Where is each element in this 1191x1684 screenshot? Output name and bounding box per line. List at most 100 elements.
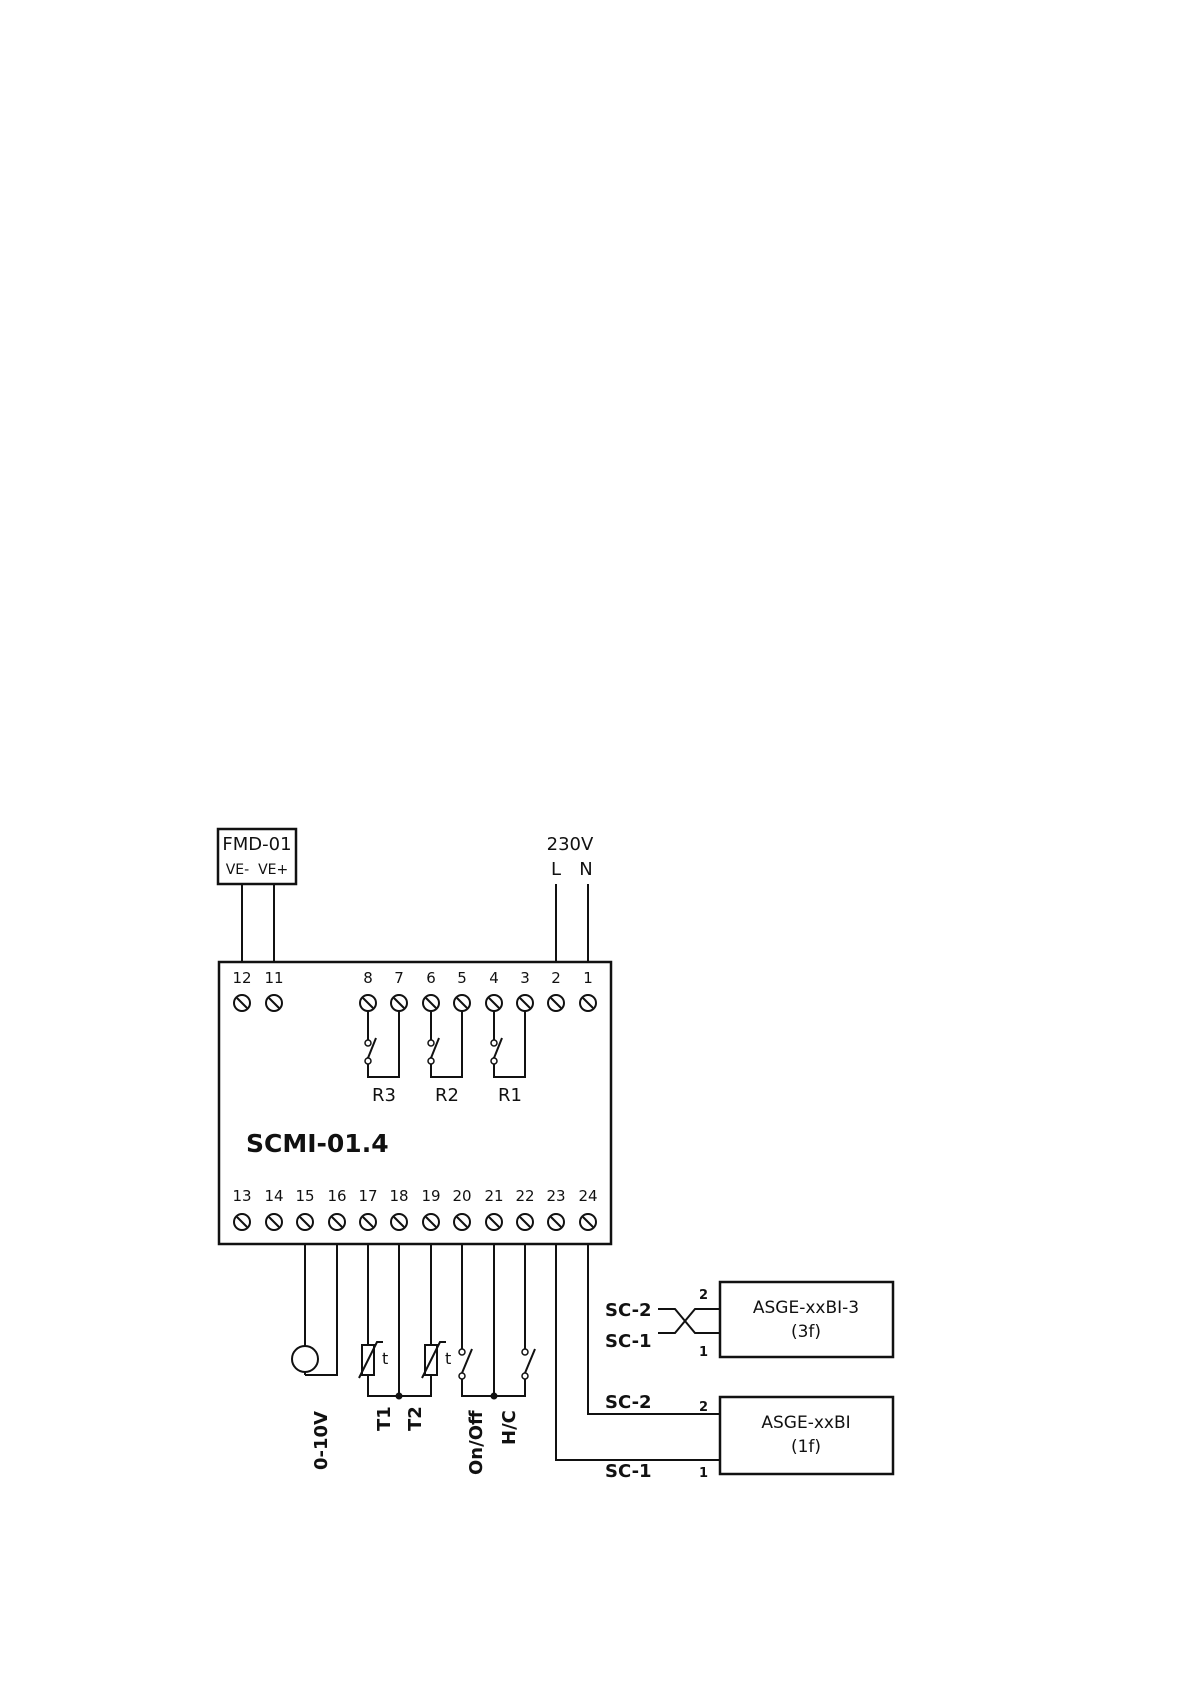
terminal-screw <box>329 1214 345 1230</box>
thermistor-t1: t <box>359 1342 388 1378</box>
analog-source-circle <box>292 1346 318 1372</box>
terminal-screw <box>517 995 533 1011</box>
bottom-terminal-screws <box>234 1214 596 1230</box>
terminal-screw <box>548 1214 564 1230</box>
terminal-number: 6 <box>426 969 436 987</box>
terminal-screw <box>297 1214 313 1230</box>
asge-1f-box <box>720 1397 893 1474</box>
t2-label: T2 <box>405 1406 426 1431</box>
terminal-number: 13 <box>232 1187 251 1205</box>
terminal-number: 14 <box>264 1187 283 1205</box>
terminal-screw <box>391 995 407 1011</box>
terminal-number: 5 <box>457 969 467 987</box>
terminal-number: 16 <box>327 1187 346 1205</box>
relay-r3-label: R3 <box>372 1085 396 1106</box>
thermistor-inputs: t t T1 T2 <box>359 1244 451 1431</box>
asge-3f-box <box>720 1282 893 1357</box>
power-voltage: 230V <box>547 834 594 855</box>
contact-wires <box>462 1244 525 1396</box>
relay-r3: R3 <box>365 1011 399 1106</box>
terminal-screw <box>360 995 376 1011</box>
scmi-module: SCMI-01.4 12 11 8 7 6 5 4 3 2 1 <box>219 962 611 1244</box>
terminal-number: 11 <box>264 969 283 987</box>
terminal-screw <box>486 1214 502 1230</box>
terminal-screw <box>580 995 596 1011</box>
asge-1f-sc2-label: SC-2 <box>605 1392 652 1413</box>
terminal-number: 3 <box>520 969 530 987</box>
terminal-screw <box>454 995 470 1011</box>
power-n-label: N <box>579 859 592 880</box>
asge-3f-device: ASGE-xxBI-3 (3f) SC-2 SC-1 2 1 <box>605 1282 893 1360</box>
junction-dot <box>491 1393 498 1400</box>
terminal-number: 19 <box>421 1187 440 1205</box>
terminal-number: 2 <box>551 969 561 987</box>
terminal-screw <box>548 995 564 1011</box>
asge-3f-pin1: 1 <box>699 1345 708 1360</box>
terminal-number: 1 <box>583 969 593 987</box>
terminal-number: 12 <box>232 969 251 987</box>
asge-3f-sub: (3f) <box>791 1322 821 1342</box>
terminal-number: 8 <box>363 969 373 987</box>
fmd-device: FMD-01 VE- VE+ <box>218 829 296 962</box>
power-supply: 230V L N <box>547 834 594 962</box>
thermistor-t2: t <box>422 1342 451 1378</box>
sc2-wire <box>588 1244 720 1414</box>
sc-bus <box>556 1244 720 1460</box>
power-l-label: L <box>551 859 561 880</box>
relay-r2-label: R2 <box>435 1085 459 1106</box>
thermistor-t-mark: t <box>382 1349 388 1368</box>
switch-on-off <box>459 1349 472 1379</box>
relay-r1-label: R1 <box>498 1085 522 1106</box>
terminal-screw <box>234 1214 250 1230</box>
terminal-screw <box>266 1214 282 1230</box>
asge-1f-pin2: 2 <box>699 1400 708 1415</box>
terminal-number: 24 <box>578 1187 597 1205</box>
terminal-number: 22 <box>515 1187 534 1205</box>
terminal-number: 7 <box>394 969 404 987</box>
t1-label: T1 <box>374 1406 395 1431</box>
junction-dot <box>396 1393 403 1400</box>
asge-1f-sc1-label: SC-1 <box>605 1461 652 1482</box>
analog-input: 0-10V <box>292 1244 337 1470</box>
terminal-screw <box>486 995 502 1011</box>
relay-r1: R1 <box>491 1011 525 1106</box>
relay-r2: R2 <box>428 1011 462 1106</box>
terminal-number: 15 <box>295 1187 314 1205</box>
module-name: SCMI-01.4 <box>246 1129 389 1158</box>
terminal-number: 4 <box>489 969 499 987</box>
terminal-number: 18 <box>389 1187 408 1205</box>
terminal-screw <box>360 1214 376 1230</box>
terminal-number: 21 <box>484 1187 503 1205</box>
sc1-wire <box>556 1244 720 1460</box>
terminal-screw <box>234 995 250 1011</box>
terminal-screw <box>580 1214 596 1230</box>
asge-1f-device: ASGE-xxBI (1f) SC-2 SC-1 2 1 <box>605 1392 893 1482</box>
asge-1f-sub: (1f) <box>791 1437 821 1457</box>
hc-label: H/C <box>499 1410 520 1445</box>
asge-1f-pin1: 1 <box>699 1466 708 1481</box>
fmd-name: FMD-01 <box>222 834 291 855</box>
analog-label: 0-10V <box>311 1411 332 1470</box>
terminal-number: 23 <box>546 1187 565 1205</box>
terminal-screw <box>391 1214 407 1230</box>
terminal-screw <box>423 1214 439 1230</box>
fmd-pins: VE- VE+ <box>226 862 289 878</box>
asge-3f-wire-cross-b <box>658 1309 720 1333</box>
terminal-number: 20 <box>452 1187 471 1205</box>
switch-hc <box>522 1349 535 1379</box>
terminal-screw <box>517 1214 533 1230</box>
top-terminal-screws <box>234 995 596 1011</box>
asge-3f-sc1-label: SC-1 <box>605 1331 652 1352</box>
asge-3f-name: ASGE-xxBI-3 <box>753 1298 859 1318</box>
terminal-screw <box>266 995 282 1011</box>
thermistor-wires <box>368 1244 431 1396</box>
asge-3f-wire-cross-a <box>658 1309 720 1333</box>
terminal-screw <box>454 1214 470 1230</box>
asge-1f-name: ASGE-xxBI <box>761 1413 850 1433</box>
on-off-label: On/Off <box>466 1410 487 1475</box>
asge-3f-sc2-label: SC-2 <box>605 1300 652 1321</box>
terminal-number: 17 <box>358 1187 377 1205</box>
asge-3f-pin2: 2 <box>699 1288 708 1303</box>
contact-inputs: On/Off H/C <box>459 1244 535 1475</box>
